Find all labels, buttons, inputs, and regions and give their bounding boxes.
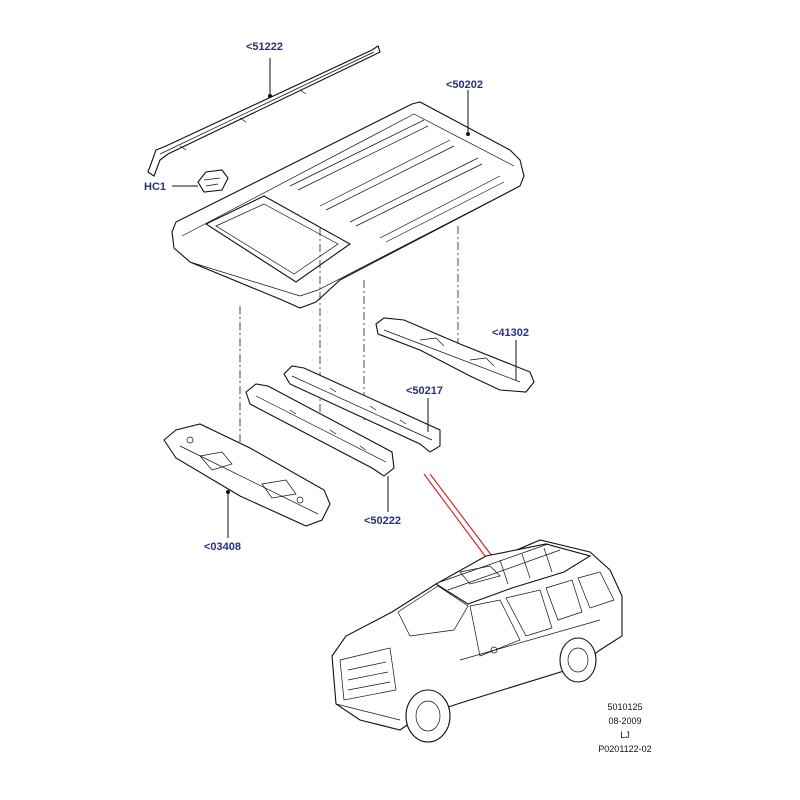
diagram-ref: P0201122-02 (598, 744, 652, 754)
callout-50222: <50222 (364, 515, 401, 527)
diagram-code: 5010125 (607, 702, 643, 712)
roof-rail-strip (147, 45, 381, 177)
diagram-initials: LJ (620, 730, 630, 740)
callout-hc1: HC1 (144, 181, 166, 193)
leader-dot-03408 (226, 490, 230, 494)
roof-bow-rear (283, 365, 441, 453)
leader-dot-51222 (268, 94, 272, 98)
leader-dot-50202 (466, 132, 470, 136)
red-pointer-lines (423, 473, 493, 561)
roof-bow-front (245, 383, 395, 477)
diagram-date: 08-2009 (608, 716, 642, 726)
hc1-clip (197, 169, 229, 193)
callout-03408: <03408 (204, 541, 241, 553)
callout-51222: <51222 (246, 41, 283, 53)
callout-50217: <50217 (406, 385, 443, 397)
callout-41302: <41302 (492, 327, 529, 339)
rear-header-panel (375, 317, 535, 393)
vehicle-illustration (331, 539, 623, 743)
callout-50202: <50202 (446, 79, 483, 91)
front-header-panel (163, 423, 331, 527)
roof-panel (171, 101, 525, 309)
